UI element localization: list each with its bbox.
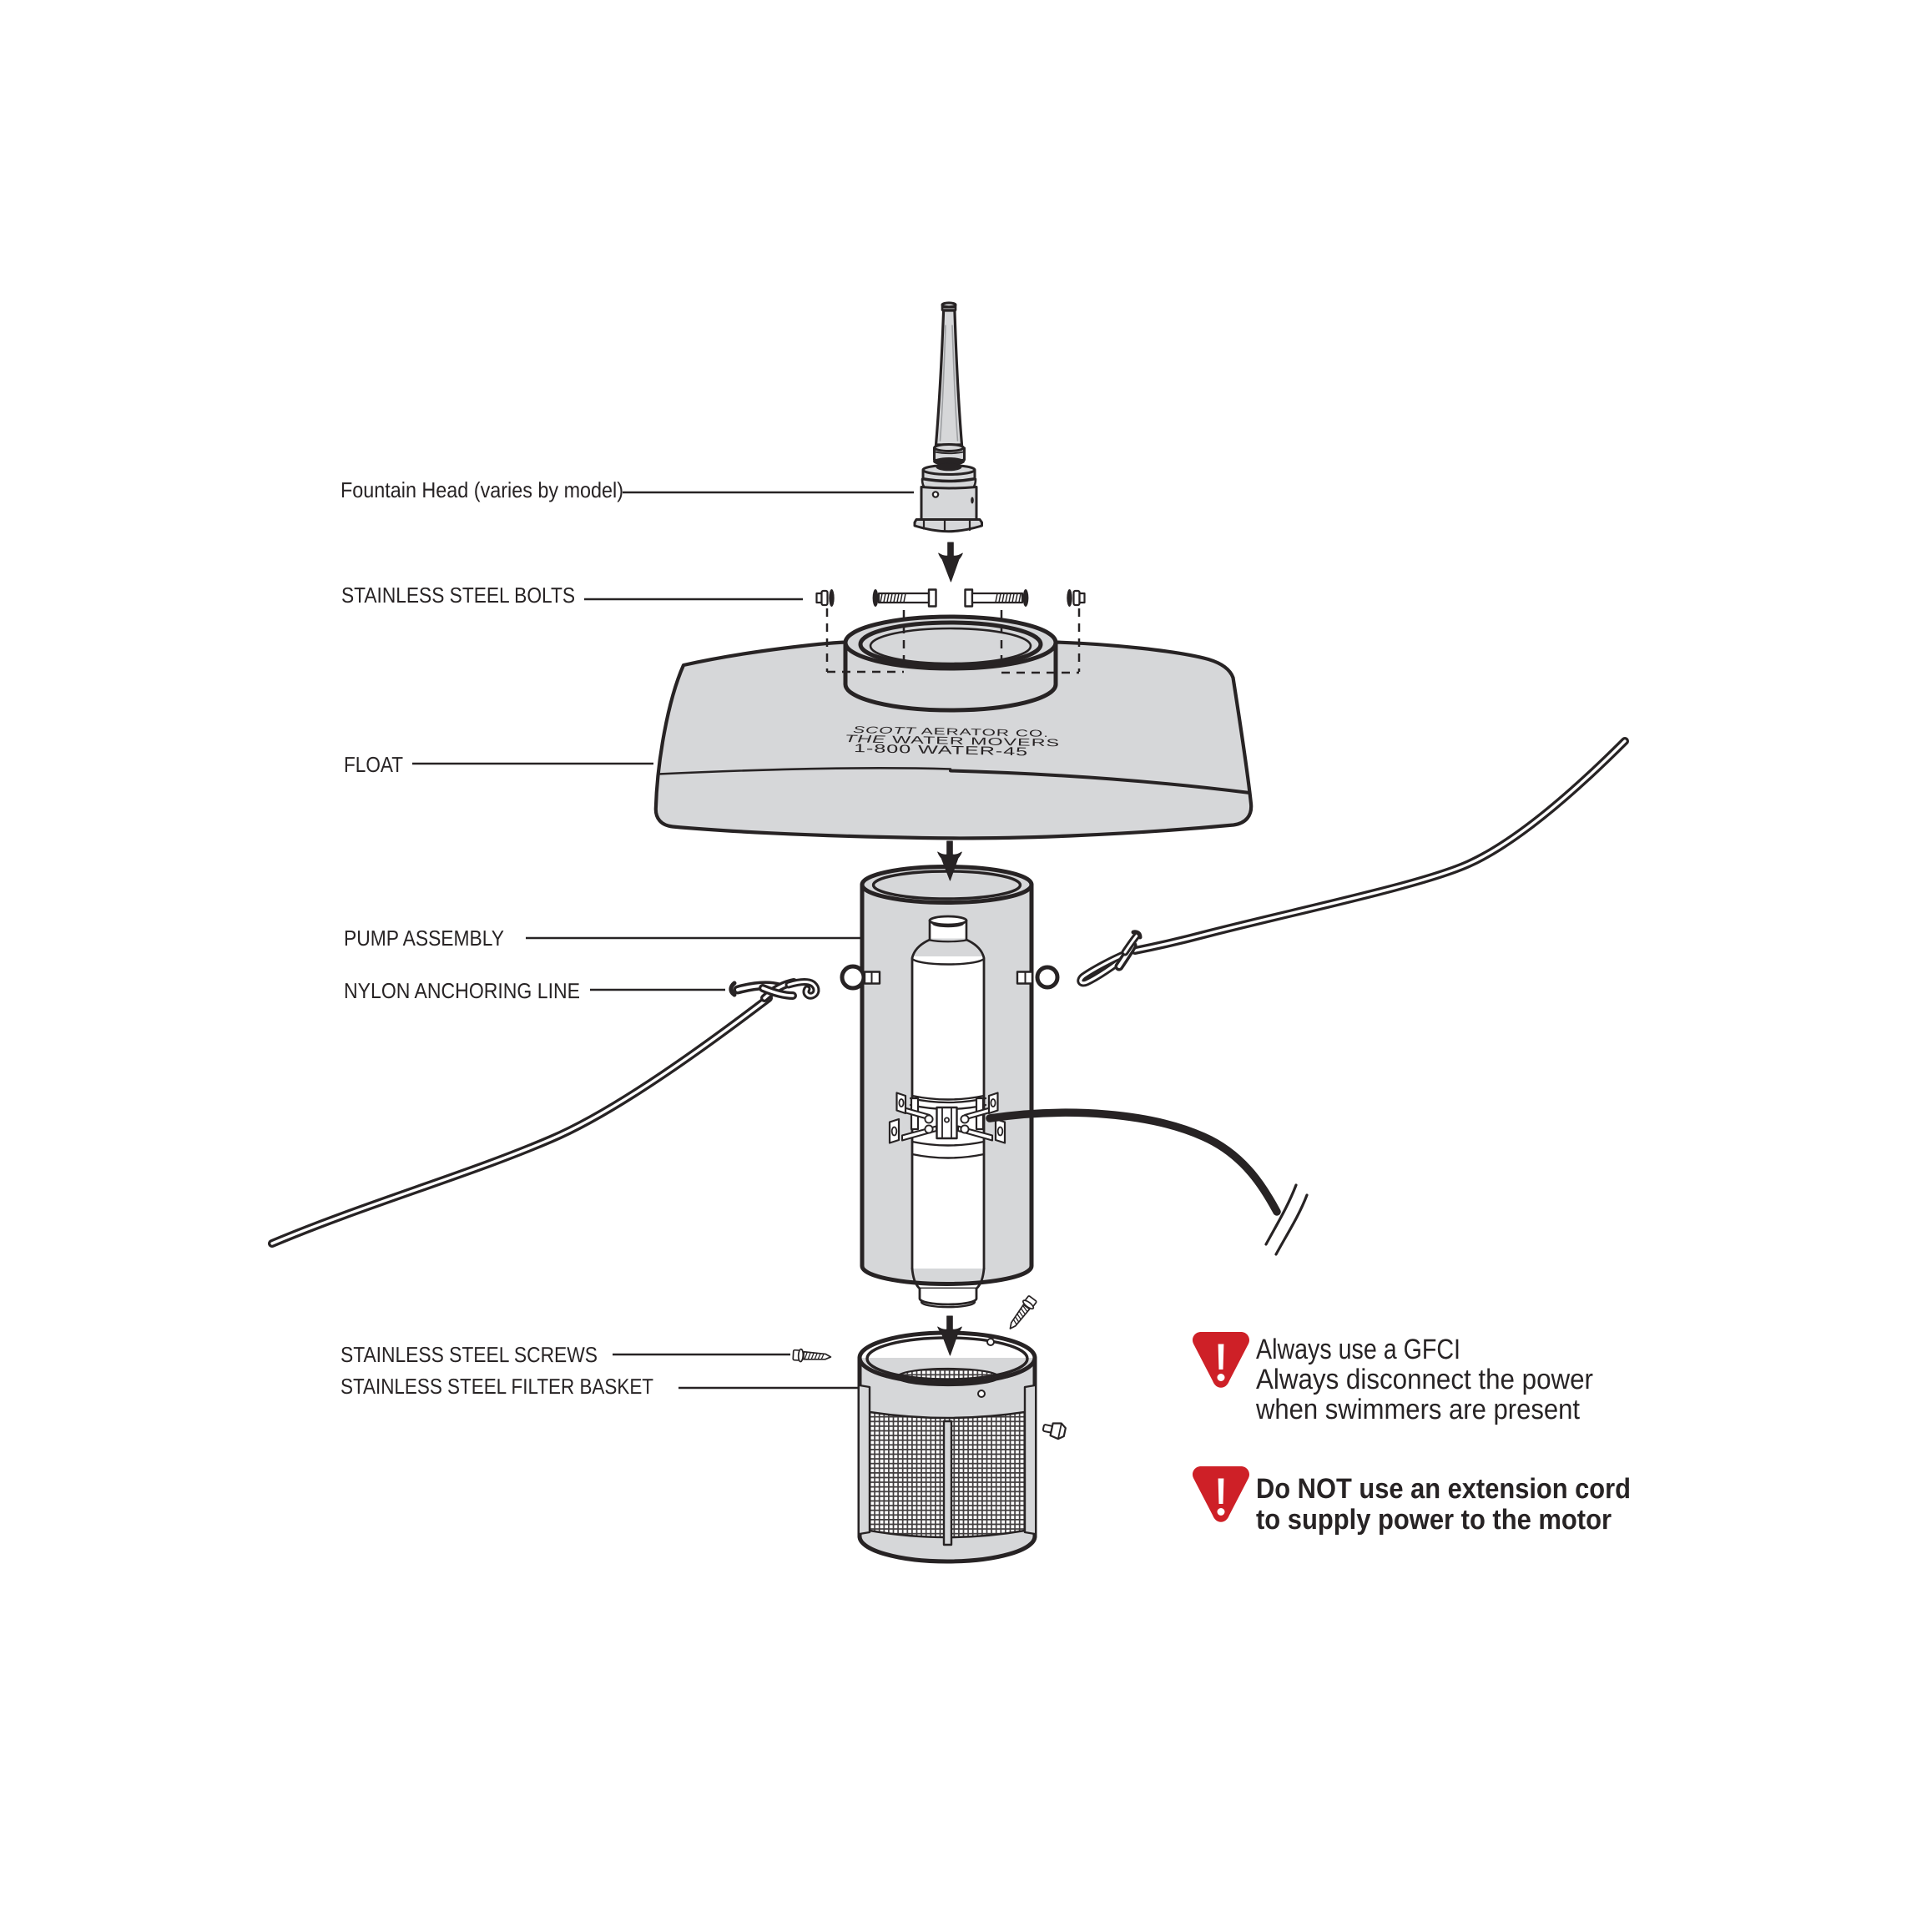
svg-text:STAINLESS STEEL SCREWS: STAINLESS STEEL SCREWS xyxy=(340,1342,598,1367)
svg-text:THE WATER MOVERS: THE WATER MOVERS xyxy=(845,733,1060,749)
svg-text:Do NOT use an extension cord: Do NOT use an extension cord xyxy=(1256,1473,1631,1505)
svg-text:Always use a GFCI: Always use a GFCI xyxy=(1256,1334,1460,1365)
svg-text:when swimmers are present: when swimmers are present xyxy=(1255,1394,1580,1425)
svg-text:SCOTT AERATOR CO.: SCOTT AERATOR CO. xyxy=(853,724,1049,739)
svg-text:STAINLESS STEEL FILTER BASKET: STAINLESS STEEL FILTER BASKET xyxy=(340,1374,653,1399)
svg-text:PUMP ASSEMBLY: PUMP ASSEMBLY xyxy=(344,926,504,951)
svg-text:Fountain Head (varies by model: Fountain Head (varies by model) xyxy=(340,477,623,502)
svg-text:FLOAT: FLOAT xyxy=(344,752,403,777)
svg-text:STAINLESS STEEL BOLTS: STAINLESS STEEL BOLTS xyxy=(341,583,575,608)
svg-text:Always disconnect the power: Always disconnect the power xyxy=(1256,1364,1593,1395)
svg-text:NYLON ANCHORING LINE: NYLON ANCHORING LINE xyxy=(344,978,580,1003)
svg-text:1-800 WATER-45: 1-800 WATER-45 xyxy=(854,742,1028,759)
svg-text:to supply power to the motor: to supply power to the motor xyxy=(1256,1504,1612,1536)
